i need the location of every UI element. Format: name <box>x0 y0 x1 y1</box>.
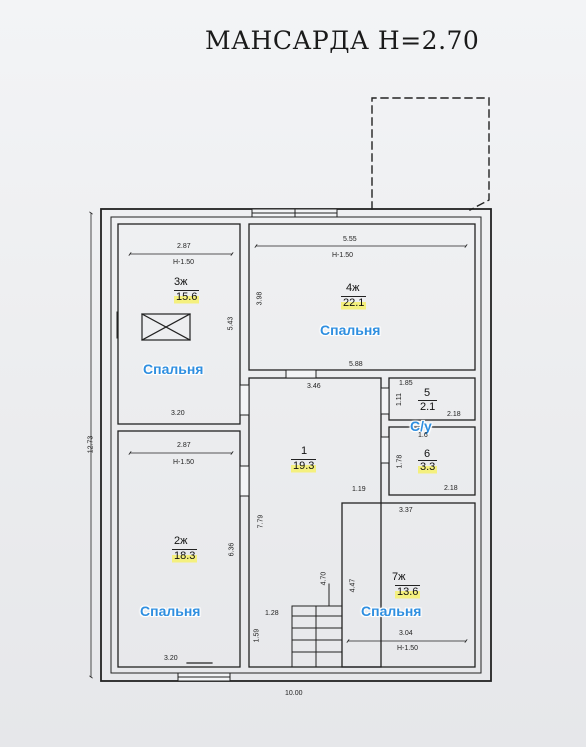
terrace-outline <box>371 97 490 211</box>
room-2-side: 6.36 <box>228 542 236 557</box>
room-4-width: 5.55 <box>343 236 357 243</box>
room-2-number: 2ж <box>174 535 188 547</box>
overall-height-dim: 12.73 <box>87 435 95 454</box>
room-4-height-note: H-1.50 <box>332 252 354 259</box>
room-6-side: 1.78 <box>396 454 404 469</box>
room-2-height-note: H-1.50 <box>173 459 195 466</box>
window-top <box>251 208 338 218</box>
room-2-width: 2.87 <box>177 442 191 449</box>
dimension-lines <box>89 211 468 679</box>
room-6-number: 6 <box>424 448 431 460</box>
window-bottom <box>177 672 231 682</box>
room-2-area: 18.3 <box>172 549 198 564</box>
room-3-side: 5.43 <box>227 316 235 331</box>
room-7-bottom: 3.04 <box>399 630 413 637</box>
room-5-number: 5 <box>424 387 431 399</box>
room-6-bottom: 2.18 <box>444 485 458 492</box>
room-7-label: Спальня <box>361 603 422 619</box>
chimney-box <box>141 313 191 341</box>
room-5-label: С/у <box>410 418 432 434</box>
room-3-walls <box>117 223 241 425</box>
room-3-bottom: 3.20 <box>171 410 185 417</box>
room-7-area: 13.6 <box>395 585 421 600</box>
room-4-label: Спальня <box>320 322 381 338</box>
room-7-width: 3.37 <box>399 507 413 514</box>
room-5-width: 1.85 <box>399 380 413 387</box>
room-1-width: 3.46 <box>307 383 321 390</box>
room-4-number: 4ж <box>346 282 360 294</box>
room-4-bottom: 5.88 <box>349 361 363 368</box>
room-3-label: Спальня <box>143 361 204 377</box>
room-1-inner: 1.19 <box>352 486 366 493</box>
room-4-side: 3.98 <box>256 291 264 306</box>
doors <box>239 369 390 497</box>
room-1-stair-height: 1.59 <box>253 628 261 643</box>
room-7-walls <box>341 502 476 668</box>
room-1-stair-width: 1.28 <box>265 610 279 617</box>
room-7-side: 4.47 <box>349 578 357 593</box>
room-1-side: 7.79 <box>257 514 265 529</box>
room-4-walls <box>248 223 476 371</box>
room-3-area: 15.6 <box>174 290 200 305</box>
room-5-area: 2.1 <box>418 400 438 413</box>
room-6-width: 1.6 <box>418 432 428 439</box>
room-3-height-note: H-1.50 <box>173 259 195 266</box>
room-2-walls <box>117 430 241 668</box>
room-2-label: Спальня <box>140 603 201 619</box>
room-1-area: 19.3 <box>291 459 317 474</box>
room-7-number: 7ж <box>392 571 406 583</box>
room-4-area: 22.1 <box>341 296 367 311</box>
room-1-stair-side: 4.70 <box>320 571 328 586</box>
room-2-bottom: 3.20 <box>164 655 178 662</box>
room-1-walls <box>248 377 382 668</box>
stair <box>291 583 343 668</box>
room-7-height-note: H-1.50 <box>397 645 419 652</box>
room-5-side: 1.11 <box>396 392 404 407</box>
overall-width-dim: 10.00 <box>285 690 303 697</box>
page-title: МАНСАРДА H=2.70 <box>205 26 480 55</box>
room-3-width: 2.87 <box>177 243 191 250</box>
room-3-number: 3ж <box>174 276 188 288</box>
room-5-right: 2.18 <box>447 411 461 418</box>
room-1-number: 1 <box>301 445 308 457</box>
room-6-area: 3.3 <box>418 460 438 475</box>
